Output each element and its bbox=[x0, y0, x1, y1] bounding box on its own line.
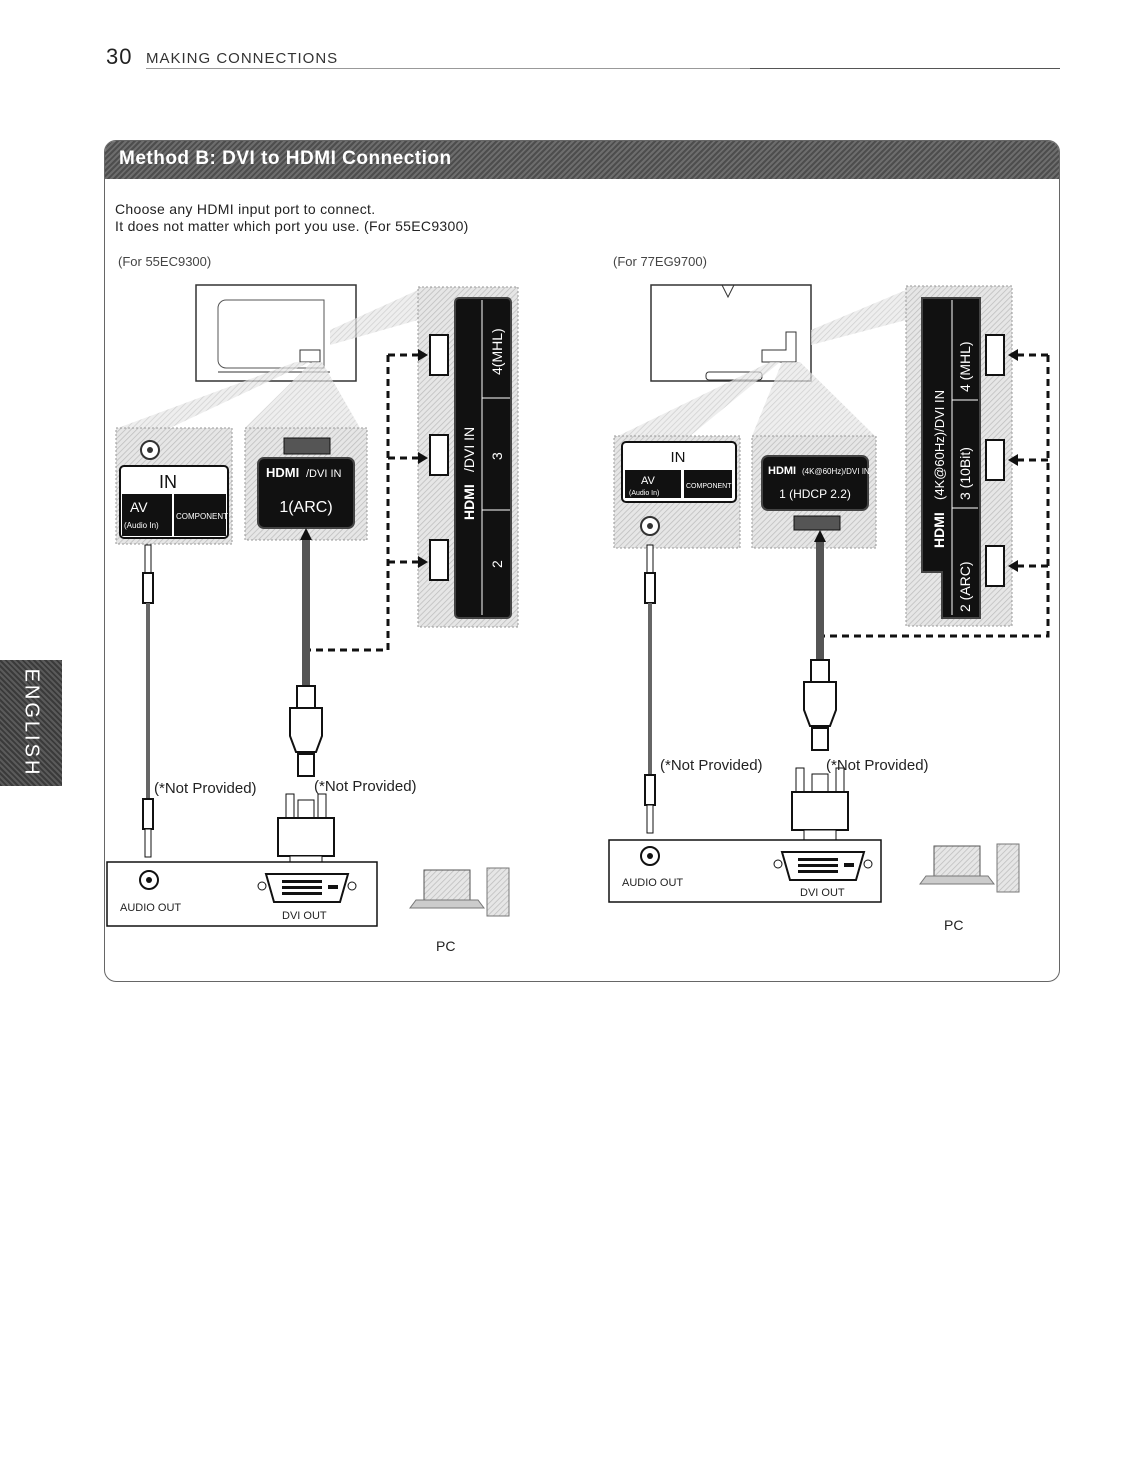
left-port-3: 3 bbox=[489, 452, 505, 460]
left-av-label: AV bbox=[130, 499, 148, 515]
right-hdmi-logo: HDMI bbox=[768, 465, 796, 477]
zoom-cone bbox=[118, 362, 310, 428]
right-audio-in-label: (Audio In) bbox=[629, 490, 659, 497]
right-av-input-block: IN AV (Audio In) COMPONENT bbox=[613, 435, 741, 549]
zoom-cone bbox=[330, 290, 418, 345]
zoom-cone bbox=[618, 362, 780, 436]
intro-text: Choose any HDMI input port to connect. I… bbox=[115, 201, 469, 235]
intro-line-1: Choose any HDMI input port to connect. bbox=[115, 201, 376, 217]
method-title: Method B: DVI to HDMI Connection bbox=[119, 148, 452, 169]
left-hdmi1-block: HDMI /DVI IN 1(ARC) bbox=[244, 427, 368, 541]
right-dvi-out-label: DVI OUT bbox=[800, 887, 845, 899]
left-diagram: (For 55EC9300) IN AV (Audio In) COMPONEN… bbox=[106, 254, 519, 954]
left-audio-cable bbox=[142, 544, 154, 858]
right-in-label: IN bbox=[671, 449, 686, 466]
left-tv-icon bbox=[195, 284, 357, 382]
header-rule-dark bbox=[750, 68, 1060, 69]
left-hdmi-dvi-in: /DVI IN bbox=[306, 468, 342, 480]
left-pc-label: PC bbox=[436, 938, 455, 954]
left-dvi-out-label: DVI OUT bbox=[282, 910, 327, 922]
zoom-cone bbox=[752, 362, 875, 436]
intro-line-2: It does not matter which port you use. (… bbox=[115, 218, 469, 234]
right-hdmi1-block: HDMI (4K@60Hz)/DVI IN 1 (HDCP 2.2) bbox=[751, 435, 877, 549]
left-hdmi-logo: HDMI bbox=[266, 465, 299, 480]
method-title-bar: Method B: DVI to HDMI Connection bbox=[105, 141, 1059, 179]
left-alt-port-dashes bbox=[306, 353, 422, 652]
left-audio-in-label: (Audio In) bbox=[124, 521, 159, 530]
method-b-panel: Method B: DVI to HDMI Connection Choose … bbox=[104, 140, 1060, 982]
left-hdmi-side-panel: HDMI /DVI IN 4(MHL) 3 2 bbox=[417, 286, 519, 628]
right-model-label: (For 77EG9700) bbox=[613, 254, 707, 269]
right-not-provided-audio: (*Not Provided) bbox=[660, 757, 763, 774]
right-component-label: COMPONENT bbox=[686, 483, 732, 490]
right-diagram: (For 77EG9700) IN AV (Audio In) COMPONEN… bbox=[608, 254, 1050, 933]
left-panel-hdmi-logo: HDMI bbox=[461, 484, 477, 520]
right-pc-back-panel: AUDIO OUT DVI OUT bbox=[608, 839, 882, 903]
right-audio-cable bbox=[644, 544, 656, 834]
right-port-2: 2 (ARC) bbox=[957, 561, 973, 612]
left-pc-back-panel: AUDIO OUT DVI OUT bbox=[106, 861, 378, 927]
right-alt-port-dashes bbox=[820, 353, 1050, 638]
page-number: 30 bbox=[106, 44, 133, 69]
right-dvi-connector bbox=[791, 767, 849, 843]
left-panel-title: /DVI IN bbox=[461, 427, 477, 472]
left-av-input-block: IN AV (Audio In) COMPONENT bbox=[115, 427, 233, 545]
left-audio-out-label: AUDIO OUT bbox=[120, 902, 181, 914]
right-panel-hdmi-logo: HDMI bbox=[931, 512, 947, 548]
section-header-title: MAKING CONNECTIONS bbox=[146, 50, 339, 67]
right-hdmi-side-panel: HDMI (4K@60Hz)/DVI IN 4 (MHL) 3 (10Bit) … bbox=[905, 285, 1013, 627]
left-not-provided-hdmi: (*Not Provided) bbox=[314, 778, 417, 795]
right-hdmi-cable bbox=[803, 542, 837, 751]
left-port-4: 4(MHL) bbox=[489, 328, 505, 375]
language-tab: ENGLISH bbox=[0, 660, 62, 786]
right-pc-icon bbox=[919, 843, 1020, 893]
left-model-label: (For 55EC9300) bbox=[118, 254, 211, 269]
left-arrowheads bbox=[300, 349, 428, 568]
left-component-label: COMPONENT bbox=[176, 512, 228, 521]
right-pc-label: PC bbox=[944, 917, 963, 933]
left-hdmi-port-1: 1(ARC) bbox=[279, 499, 332, 516]
zoom-cone bbox=[245, 362, 360, 428]
left-hdmi-cable bbox=[289, 540, 323, 777]
left-pc-icon bbox=[409, 867, 510, 917]
right-av-label: AV bbox=[641, 475, 656, 487]
right-panel-title: (4K@60Hz)/DVI IN bbox=[932, 390, 947, 500]
header-rule bbox=[146, 68, 1060, 69]
right-port-4: 4 (MHL) bbox=[957, 341, 973, 392]
left-port-2: 2 bbox=[489, 560, 505, 568]
right-not-provided-hdmi: (*Not Provided) bbox=[826, 757, 929, 774]
zoom-cone bbox=[811, 290, 906, 345]
left-dvi-connector bbox=[277, 793, 335, 869]
right-arrowheads bbox=[814, 349, 1018, 572]
right-port-3: 3 (10Bit) bbox=[957, 447, 973, 500]
left-not-provided-audio: (*Not Provided) bbox=[154, 780, 257, 797]
right-audio-out-label: AUDIO OUT bbox=[622, 877, 683, 889]
right-hdmi-port-1: 1 (HDCP 2.2) bbox=[779, 487, 851, 501]
left-in-label: IN bbox=[159, 472, 177, 492]
right-hdmi-dvi-in: (4K@60Hz)/DVI IN bbox=[802, 467, 870, 476]
